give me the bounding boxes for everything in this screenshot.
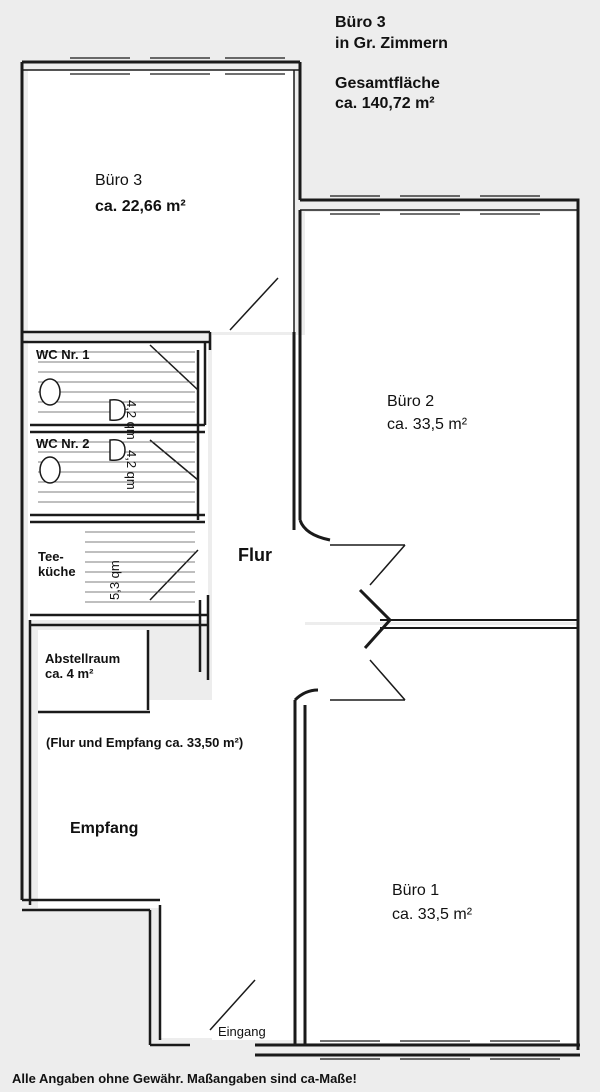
abstellraum-name: Abstellraum xyxy=(45,651,121,666)
toilet-icon xyxy=(39,378,61,406)
wc2-area: 4,2 qm xyxy=(124,450,139,490)
buero2-name: Büro 2 xyxy=(387,393,435,410)
toilet-icon xyxy=(39,456,61,484)
flur-room xyxy=(212,335,305,1040)
buero2-area: ca. 33,5 m² xyxy=(387,416,468,433)
buero3-area: ca. 22,66 m² xyxy=(95,198,186,215)
footer-disclaimer: Alle Angaben ohne Gewähr. Maßangaben sin… xyxy=(12,1071,357,1086)
sink-icon xyxy=(109,438,126,462)
total-area-value: ca. 140,72 m² xyxy=(335,95,435,112)
empfang-name: Empfang xyxy=(70,820,139,837)
buero1-name: Büro 1 xyxy=(392,882,440,899)
flur-empfang-note: (Flur und Empfang ca. 33,50 m²) xyxy=(46,735,244,750)
buero3-name: Büro 3 xyxy=(95,172,143,189)
flur-name: Flur xyxy=(238,545,272,565)
teekueche-area: 5,3 qm xyxy=(107,560,122,600)
buero1-room xyxy=(305,625,577,1043)
buero1-area: ca. 33,5 m² xyxy=(392,906,473,923)
teekueche-name-line2: küche xyxy=(38,564,76,579)
lower-left-room xyxy=(160,908,212,1038)
header-title-line1: Büro 3 xyxy=(335,14,386,31)
buero2-room xyxy=(305,212,577,622)
toilet-icons xyxy=(39,378,126,484)
walls xyxy=(20,57,580,1060)
header-title-line2: in Gr. Zimmern xyxy=(335,35,448,52)
wc2-name: WC Nr. 2 xyxy=(36,436,90,451)
abstellraum-area: ca. 4 m² xyxy=(45,666,94,681)
empfang-room xyxy=(38,700,212,908)
wc1-area: 4,2 qm xyxy=(124,400,139,440)
eingang-name: Eingang xyxy=(218,1024,266,1039)
sink-icon xyxy=(109,398,126,422)
wc1-name: WC Nr. 1 xyxy=(36,347,90,362)
wc-block xyxy=(28,340,208,520)
abstellraum-room xyxy=(38,630,148,700)
total-area-label: Gesamtfläche xyxy=(335,75,440,92)
room-fills xyxy=(28,70,577,1043)
teekueche-name-line1: Tee- xyxy=(38,549,64,564)
buero3-room xyxy=(28,70,294,332)
